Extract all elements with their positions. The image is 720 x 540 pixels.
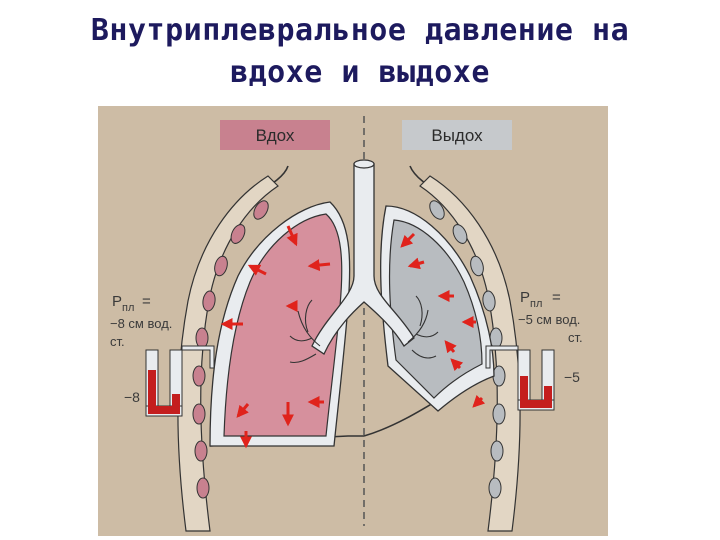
exhale-pressure-equals: = (552, 289, 561, 306)
exhale-pressure-subscript: пл (530, 298, 542, 310)
slide-title: Внутриплевральное давление на вдохе и вы… (0, 10, 720, 94)
inhale-pressure-equals: = (142, 293, 151, 310)
arrows-exhale (400, 232, 486, 408)
pleural-pressure-diagram: Вдох Выдох (98, 106, 608, 536)
manometer-inhale (145, 345, 215, 417)
inhale-manometer-value: −8 (124, 389, 140, 405)
manometer-exhale (485, 345, 555, 411)
inhale-pressure-value: −8 см вод. (110, 316, 172, 331)
inhale-pressure-unit: ст. (110, 334, 125, 349)
exhale-header-box (402, 120, 512, 150)
inhale-pressure-subscript: пл (122, 302, 134, 314)
ribs-right (429, 200, 506, 499)
inhale-header: Вдох (256, 126, 295, 145)
bronchial-tree-left (289, 299, 321, 364)
trachea (311, 163, 415, 355)
bronchial-tree-right (407, 295, 439, 359)
arrows-inhale (220, 225, 331, 449)
diagram-svg: Вдох Выдох (110, 116, 583, 532)
exhale-header: Выдох (431, 126, 483, 145)
exhale-pressure-symbol: P (520, 289, 530, 306)
ribs-left (192, 200, 269, 499)
inhale-header-box (220, 120, 330, 150)
exhale-pressure-value: −5 см вод. (518, 312, 580, 327)
trachea-opening (353, 159, 375, 169)
title-line-1: Внутриплевральное давление на (90, 13, 630, 48)
exhale-manometer-value: −5 (564, 369, 580, 385)
exhale-pressure-unit: ст. (568, 330, 583, 345)
title-line-2: вдохе и выдохе (230, 55, 490, 90)
inhale-pressure-symbol: P (112, 293, 122, 310)
